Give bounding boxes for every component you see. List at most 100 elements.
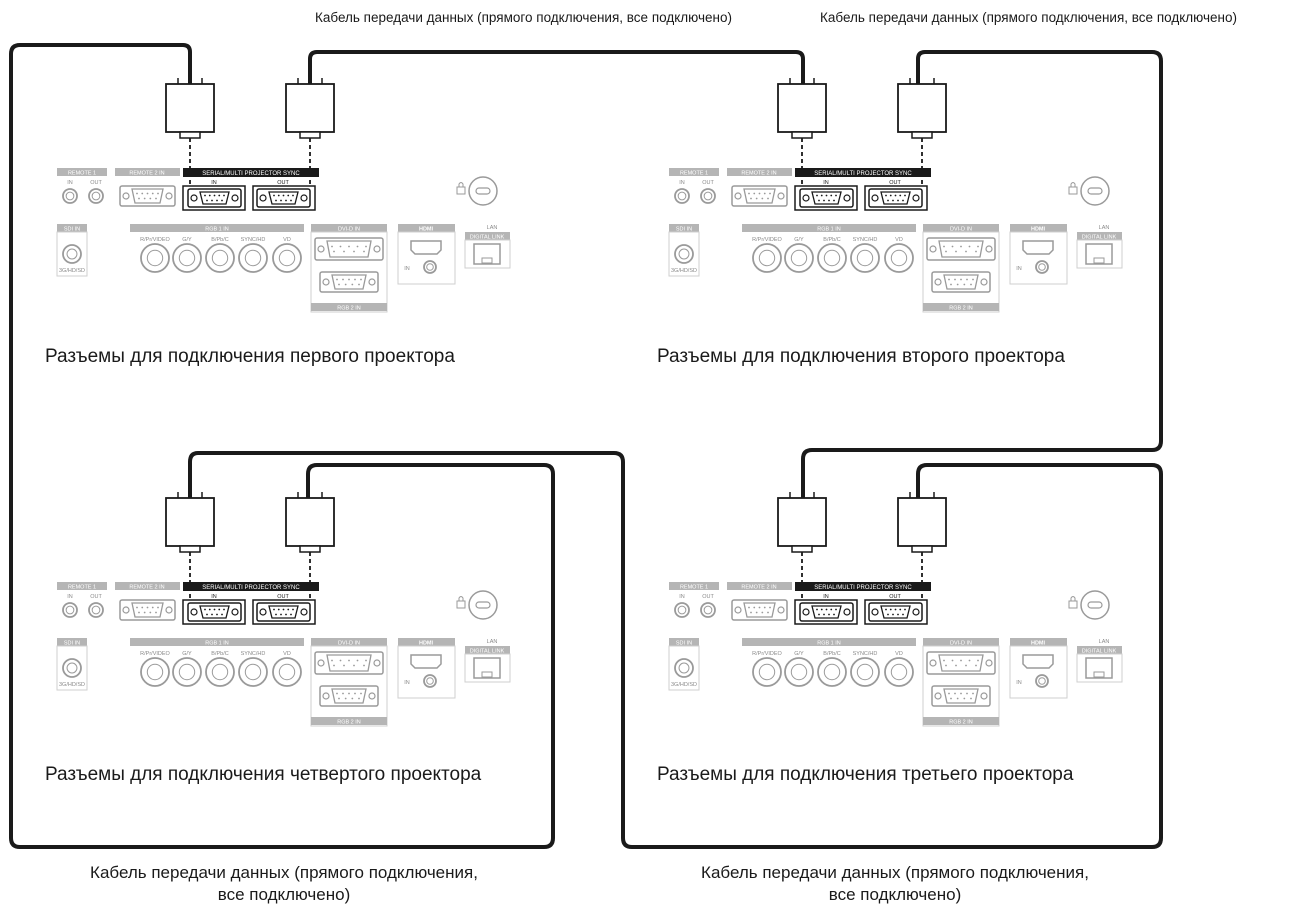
remote1-label-bg xyxy=(57,168,107,176)
rgb1-label: RGB 1 IN xyxy=(817,227,841,233)
serial-in-port xyxy=(799,188,854,208)
remote1-label: REMOTE 1 xyxy=(68,171,96,177)
sdi-label-bg xyxy=(669,224,699,232)
remote1-label: REMOTE 1 xyxy=(680,171,708,177)
hdmi-in-label: IN xyxy=(404,680,410,686)
hdmi-port xyxy=(1022,240,1054,255)
rgb2-label-bg xyxy=(311,717,387,725)
rgb1-jack-0 xyxy=(140,243,170,273)
dvi-label: DVI-D IN xyxy=(338,227,360,233)
serial-label-bg xyxy=(183,168,319,177)
hdmi-in-label: IN xyxy=(1016,266,1022,272)
remote1-out-label: OUT xyxy=(90,180,102,186)
sdi-label: SDI IN xyxy=(676,227,692,233)
remote1-out-label: OUT xyxy=(90,594,102,600)
dvi-port xyxy=(314,651,384,675)
remote1-label-bg xyxy=(669,582,719,590)
caption-fourth-projector: Разъемы для подключения четвертого проек… xyxy=(45,764,482,785)
remote1-label: REMOTE 1 xyxy=(680,585,708,591)
remote2-label: REMOTE 2 IN xyxy=(741,171,776,177)
sdi-label: SDI IN xyxy=(64,641,80,647)
lan-label: LAN xyxy=(487,639,498,645)
dvi-label-bg xyxy=(923,224,999,232)
plug-out xyxy=(897,492,947,600)
digital-link-label-bg xyxy=(465,232,510,240)
remote1-in-jack xyxy=(62,188,78,204)
caption-third-projector: Разъемы для подключения третьего проекто… xyxy=(657,764,1074,785)
plug-in xyxy=(777,492,827,600)
sdi-jack xyxy=(674,658,694,678)
rgb1-jack-3 xyxy=(238,243,268,273)
hdmi-screw xyxy=(1035,674,1049,688)
rgb2-label-bg xyxy=(311,303,387,311)
caption-first-projector: Разъемы для подключения первого проектор… xyxy=(45,346,455,367)
remote2-label: REMOTE 2 IN xyxy=(129,171,164,177)
rgb1-jack-0 xyxy=(752,243,782,273)
remote1-in-label: IN xyxy=(679,594,685,600)
digital-link-label: DIGITAL LINK xyxy=(470,235,505,241)
remote1-out-label: OUT xyxy=(702,594,714,600)
remote2-label-bg xyxy=(727,168,792,176)
cable-label-bottom-left-line2: все подключено) xyxy=(217,885,351,904)
digital-link-label-bg xyxy=(1077,232,1122,240)
serial-out-port xyxy=(868,188,923,208)
sdi-jack xyxy=(674,244,694,264)
plug-in xyxy=(165,78,215,186)
serial-label: SERIAL/MULTI PROJECTOR SYNC xyxy=(814,171,912,177)
rgb1-port-label-0: R/Pr/VIDEO xyxy=(752,651,782,657)
rgb1-jack-1 xyxy=(172,657,202,687)
rgb2-port xyxy=(931,271,991,293)
digital-link-label: DIGITAL LINK xyxy=(1082,235,1117,241)
rgb1-jack-2 xyxy=(817,657,847,687)
remote1-label-bg xyxy=(669,168,719,176)
serial-label-bg xyxy=(795,168,931,177)
rgb1-port-label-1: G/Y xyxy=(794,237,804,243)
remote2-label: REMOTE 2 IN xyxy=(741,585,776,591)
serial-out-label: OUT xyxy=(889,594,901,600)
serial-out-port xyxy=(256,188,311,208)
hdmi-port xyxy=(410,654,442,669)
rgb1-port-label-2: B/Pb/C xyxy=(823,237,840,243)
cable-first-in-to-fourth-out xyxy=(9,43,555,849)
lan-port xyxy=(473,657,501,679)
rgb1-jack-1 xyxy=(784,243,814,273)
rgb1-jack-2 xyxy=(205,657,235,687)
remote2-port xyxy=(731,599,788,621)
serial-label-bg xyxy=(795,582,931,591)
rgb1-port-label-1: G/Y xyxy=(182,237,192,243)
remote1-out-jack xyxy=(88,602,104,618)
cable-label-bottom-right-line2: все подключено) xyxy=(828,885,962,904)
dvi-label-bg xyxy=(311,638,387,646)
rgb1-jack-1 xyxy=(784,657,814,687)
cable-third-out-to-fourth-in xyxy=(188,451,1163,849)
rgb1-port-label-0: R/Pr/VIDEO xyxy=(140,237,170,243)
lock-icon xyxy=(1068,186,1078,195)
rgb1-jack-4 xyxy=(884,243,914,273)
remote1-out-jack xyxy=(88,188,104,204)
serial-out-label: OUT xyxy=(277,594,289,600)
dvi-label: DVI-D IN xyxy=(338,641,360,647)
hdmi-label-bg xyxy=(1010,638,1067,646)
rgb1-port-label-3: SYNC/HD xyxy=(853,237,878,243)
lan-label: LAN xyxy=(1099,225,1110,231)
lock-icon xyxy=(456,600,466,609)
serial-label: SERIAL/MULTI PROJECTOR SYNC xyxy=(814,585,912,591)
sdi-label-bg xyxy=(57,638,87,646)
rgb1-jack-0 xyxy=(752,657,782,687)
sdi-sub-label: 3G/HD/SD xyxy=(59,268,85,274)
dvi-port xyxy=(314,237,384,261)
hdmi-label-bg xyxy=(398,638,455,646)
rgb1-label-bg xyxy=(130,638,304,646)
plug-out xyxy=(285,492,335,600)
rgb1-port-label-3: SYNC/HD xyxy=(853,651,878,657)
remote2-port xyxy=(731,185,788,207)
sdi-jack xyxy=(62,658,82,678)
remote1-in-label: IN xyxy=(67,594,73,600)
rgb1-label-bg xyxy=(742,224,916,232)
remote1-in-label: IN xyxy=(679,180,685,186)
serial-label-bg xyxy=(183,582,319,591)
rgb2-label: RGB 2 IN xyxy=(949,720,973,726)
dvi-port xyxy=(926,237,996,261)
plug-out xyxy=(285,78,335,186)
